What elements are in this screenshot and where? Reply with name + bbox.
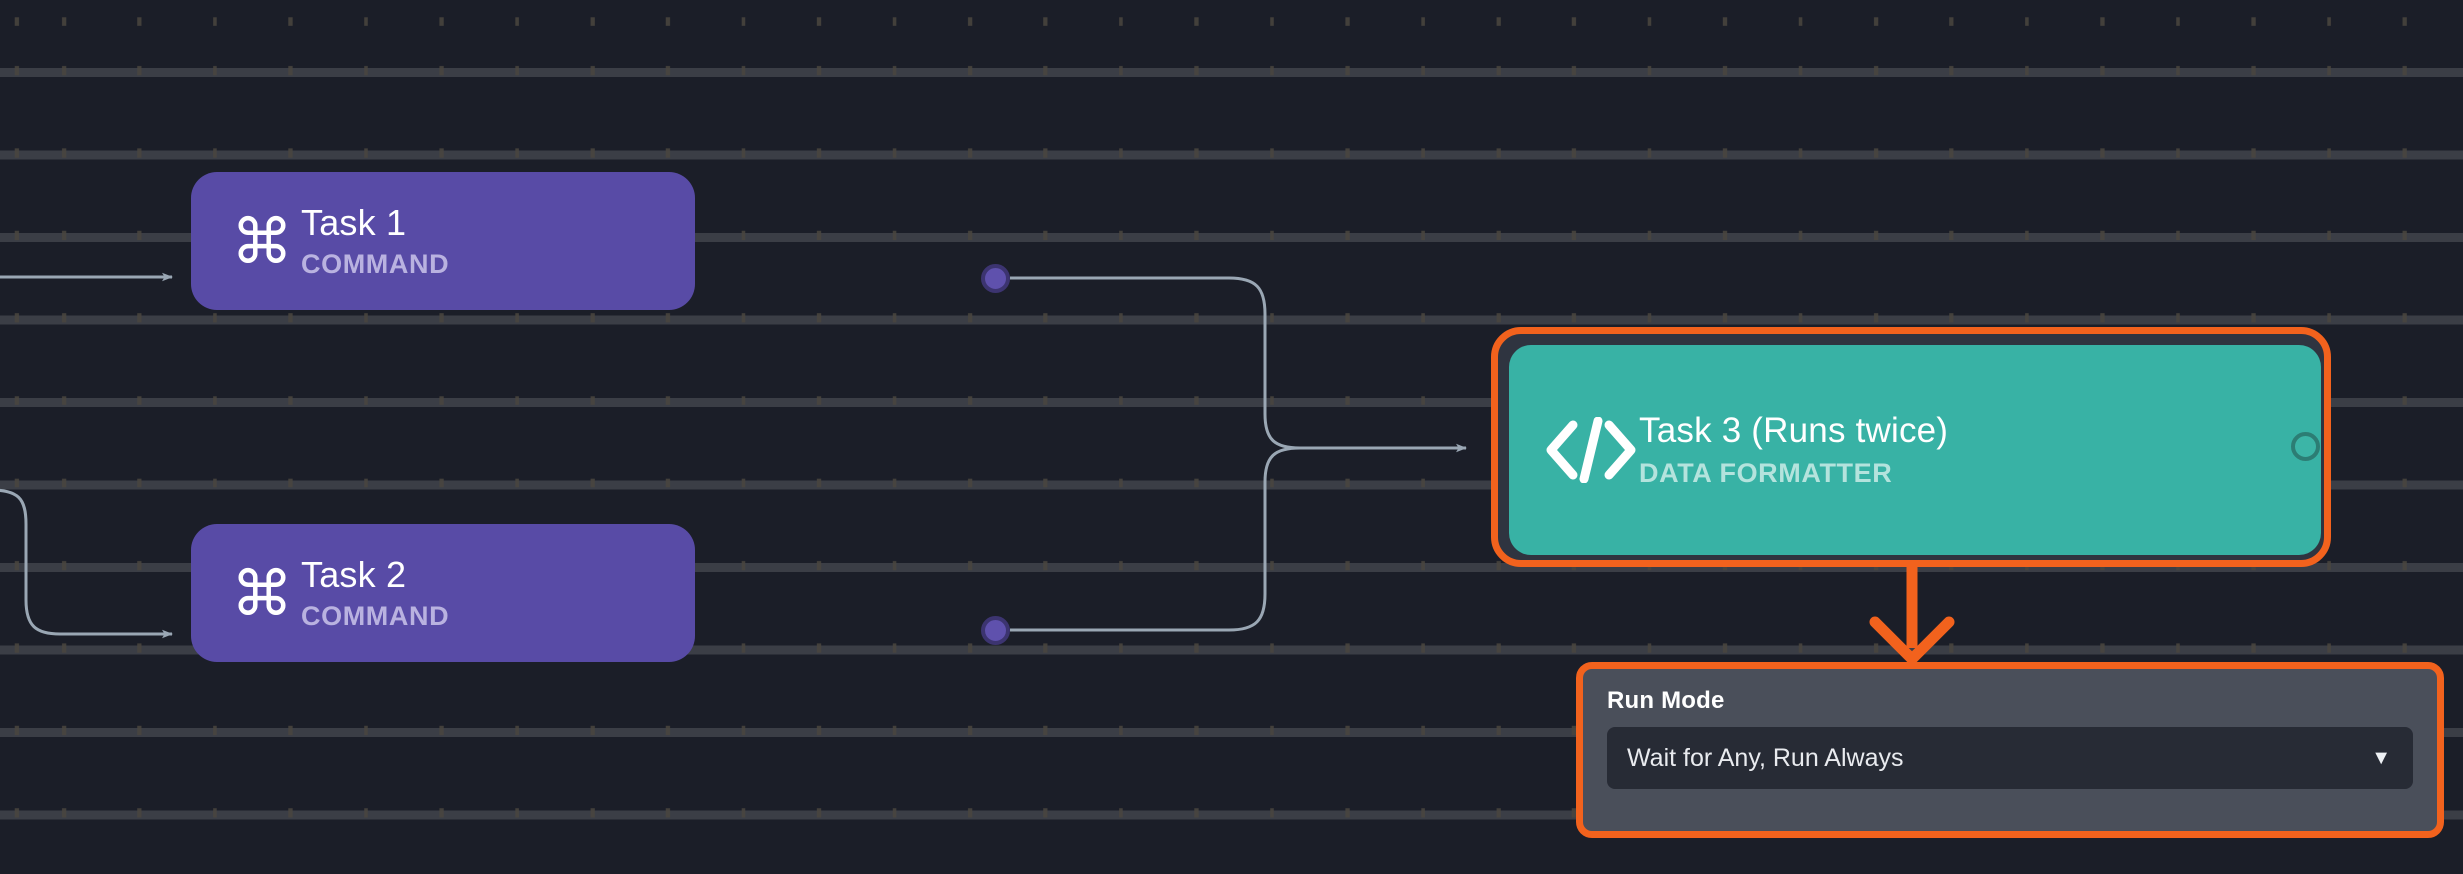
- edge-in-task2: [0, 488, 173, 639]
- chevron-down-icon[interactable]: ▼: [2371, 747, 2391, 769]
- node-task-2-text: Task 2 COMMAND: [301, 554, 449, 632]
- command-icon: ⌘: [231, 559, 293, 629]
- command-icon: ⌘: [231, 207, 293, 277]
- node-task-1-title: Task 1: [301, 201, 407, 243]
- run-mode-select-value: Wait for Any, Run Always: [1627, 743, 1904, 772]
- edge-task1-to-task3: [1010, 276, 1467, 453]
- selection-highlight-task-3: Task 3 (Runs twice) DATA FORMATTER: [1491, 327, 2331, 567]
- code-brackets-icon: [1543, 417, 1639, 483]
- output-port-task-3[interactable]: [2291, 432, 2320, 461]
- node-task-3-text: Task 3 (Runs twice) DATA FORMATTER: [1639, 411, 1948, 488]
- highlight-arrow-head: [1869, 616, 1955, 665]
- output-port-task-1[interactable]: [981, 264, 1010, 293]
- node-task-3-subtitle: DATA FORMATTER: [1639, 457, 1893, 488]
- node-task-2[interactable]: ⌘ Task 2 COMMAND: [191, 524, 695, 662]
- output-port-task-2[interactable]: [981, 616, 1010, 645]
- node-task-1[interactable]: ⌘ Task 1 COMMAND: [191, 172, 695, 310]
- node-task-2-title: Task 2: [301, 553, 407, 595]
- edge-task2-to-task3: [1010, 446, 1466, 632]
- run-mode-select[interactable]: Wait for Any, Run Always ▼: [1607, 727, 2413, 789]
- node-task-3-title: Task 3 (Runs twice): [1639, 411, 1949, 451]
- run-mode-label: Run Mode: [1607, 687, 1725, 714]
- node-task-3[interactable]: Task 3 (Runs twice) DATA FORMATTER: [1509, 345, 2321, 555]
- node-task-1-text: Task 1 COMMAND: [301, 202, 449, 280]
- node-task-1-subtitle: COMMAND: [301, 249, 450, 280]
- run-mode-panel: Run Mode Wait for Any, Run Always ▼: [1576, 662, 2444, 838]
- node-task-2-subtitle: COMMAND: [301, 601, 450, 632]
